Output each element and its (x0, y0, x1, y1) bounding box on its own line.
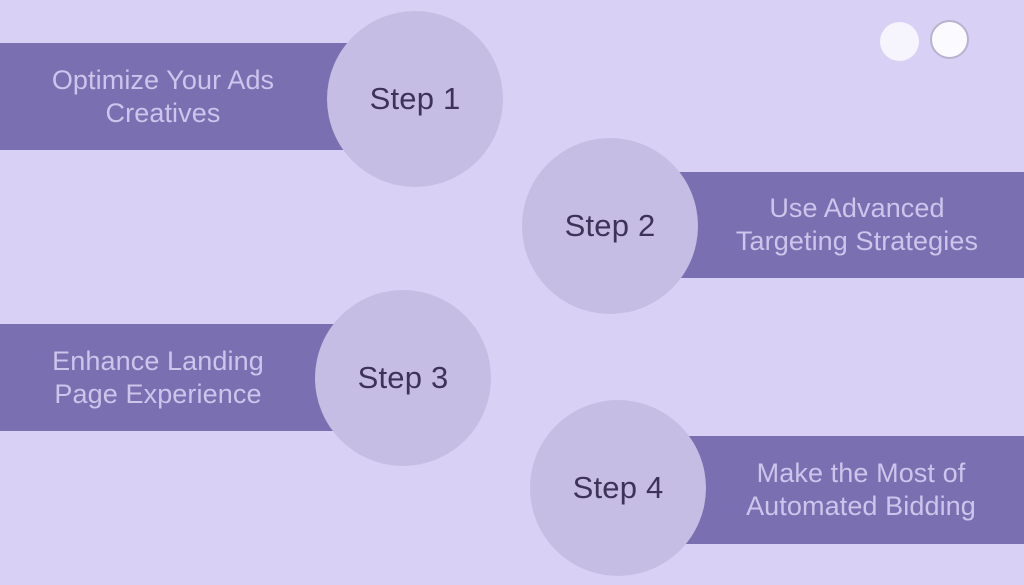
step-row-3: Enhance Landing Page Experience Step 3 (0, 285, 1024, 475)
step-2-title: Use Advanced Targeting Strategies (702, 192, 1012, 258)
step-3-title: Enhance Landing Page Experience (10, 345, 306, 411)
step-1-title-line-1: Optimize Your Ads (51, 64, 275, 95)
step-3-title-line-2: Page Experience (54, 378, 262, 409)
step-4-title-line-1: Make the Most of (756, 458, 966, 489)
step-4-title-line-2: Automated Bidding (746, 491, 976, 521)
step-4-badge-label: Step 4 (572, 470, 664, 505)
step-row-1: Optimize Your Ads Creatives Step 1 (0, 0, 1024, 200)
step-1-bar: Optimize Your Ads Creatives (0, 43, 390, 150)
step-2-title-line-1: Use Advanced (769, 193, 945, 224)
step-4-badge-circle: Step 4 (530, 400, 706, 576)
step-3-badge-circle: Step 3 (315, 290, 491, 466)
step-1-title-line-2: Creatives (105, 97, 221, 128)
step-1-badge-label: Step 1 (369, 81, 461, 116)
step-4-bar: Make the Most of Automated Bidding (638, 436, 1024, 544)
solid-dot-icon (880, 22, 919, 61)
step-4-title: Make the Most of Automated Bidding (710, 457, 1012, 523)
step-3-bar: Enhance Landing Page Experience (0, 324, 380, 431)
outlined-dot-icon (930, 20, 969, 59)
step-row-4: Make the Most of Automated Bidding Step … (0, 398, 1024, 585)
step-2-title-line-2: Targeting Strategies (735, 226, 979, 256)
step-1-badge-circle: Step 1 (327, 11, 503, 187)
step-3-badge-label: Step 3 (357, 360, 449, 395)
step-row-2: Use Advanced Targeting Strategies Step 2 (0, 130, 1024, 325)
step-1-title: Optimize Your Ads Creatives (10, 64, 316, 130)
step-3-title-line-1: Enhance Landing (52, 345, 264, 376)
step-2-badge-label: Step 2 (564, 208, 656, 243)
step-2-badge-circle: Step 2 (522, 138, 698, 314)
